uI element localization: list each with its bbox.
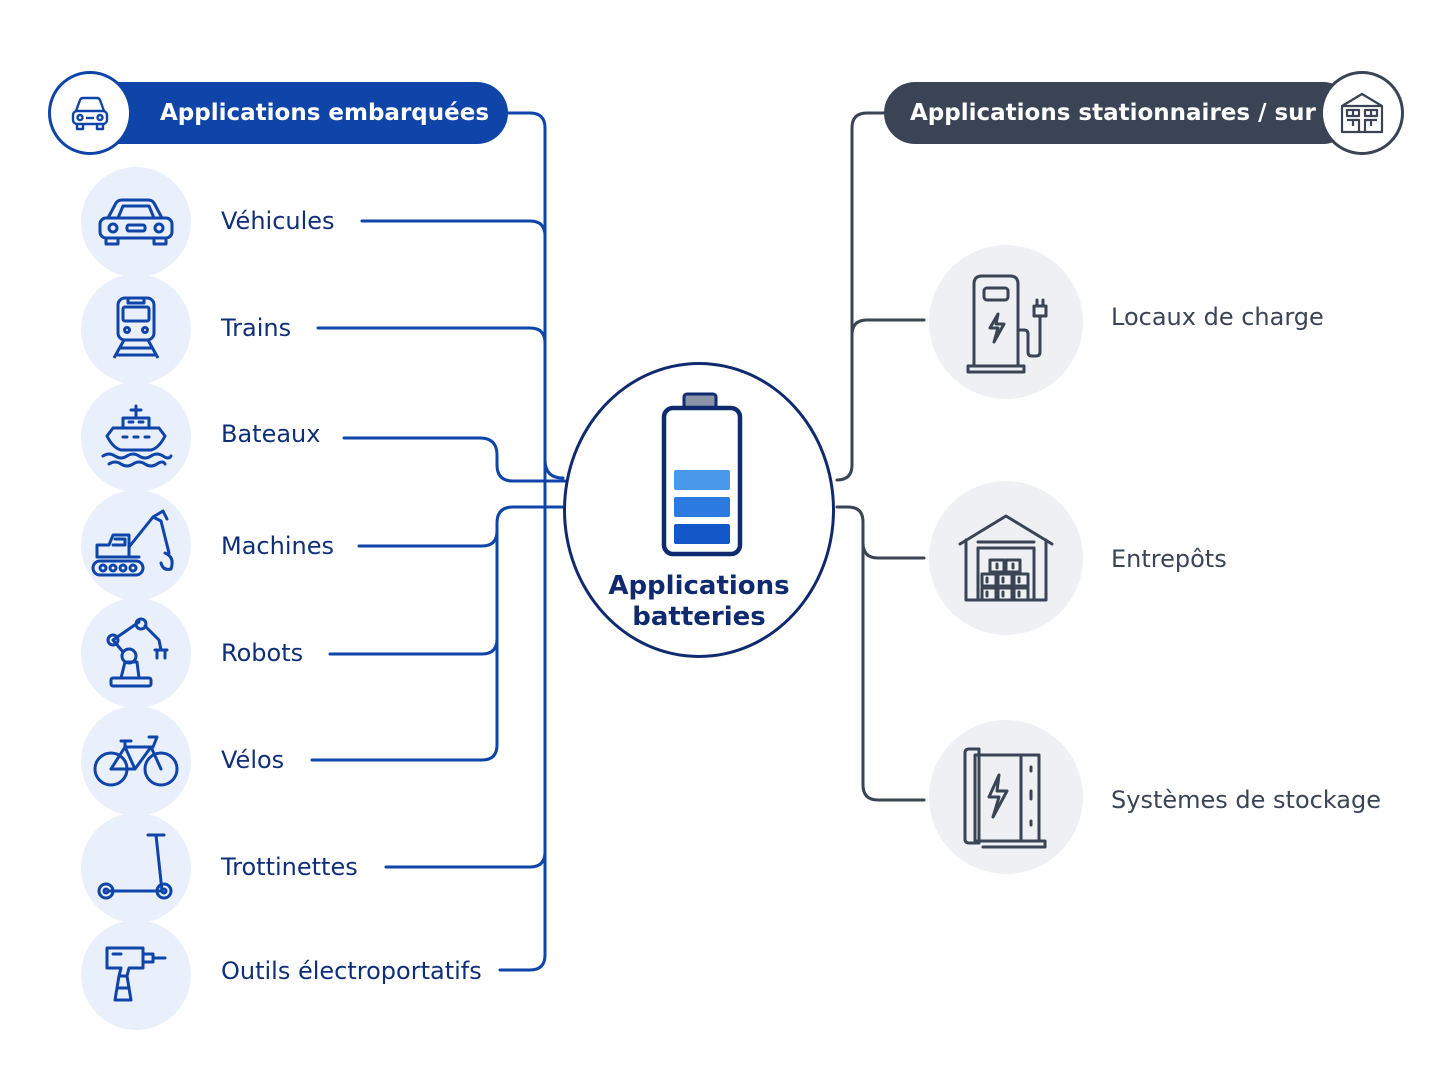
hub-title-line2: batteries — [632, 602, 766, 632]
outils-icon-circle — [81, 920, 191, 1030]
right-group-header-label: Applications stationnaires / sur site — [910, 100, 1373, 126]
trains-icon-circle — [81, 274, 191, 384]
hub-title-line1: Applications — [608, 571, 790, 601]
velos-icon-circle — [81, 706, 191, 816]
excavator-icon — [91, 509, 174, 577]
train-icon — [112, 296, 160, 359]
item-label-trains: Trains — [221, 314, 292, 342]
secondary-trunk-connector — [310, 505, 567, 762]
connector-trains — [316, 326, 547, 345]
machines-icon-circle — [81, 490, 191, 600]
item-label-entrepots: Entrepôts — [1111, 545, 1227, 573]
battery-icon — [661, 392, 743, 557]
bicycle-icon — [93, 735, 179, 787]
hub-title: Applications batteries — [566, 571, 832, 633]
building-icon — [1340, 92, 1384, 134]
item-label-bateaux: Bateaux — [221, 420, 321, 448]
connector-vehicules — [360, 219, 547, 238]
scooter-icon — [97, 833, 173, 900]
item-label-robots: Robots — [221, 639, 304, 667]
ship-icon — [101, 404, 173, 468]
connector-trottinettes — [384, 850, 547, 869]
car-icon — [71, 96, 109, 131]
stockage-icon-circle — [929, 720, 1083, 874]
left-trunk-connector — [498, 111, 547, 972]
car-icon — [98, 198, 174, 246]
trottinettes-icon-circle — [81, 813, 191, 923]
drill-icon — [105, 946, 167, 1002]
robots-icon-circle — [81, 598, 191, 708]
locaux-icon-circle — [929, 245, 1083, 399]
item-label-machines: Machines — [221, 532, 334, 560]
item-label-velos: Vélos — [221, 746, 285, 774]
warehouse-icon — [958, 514, 1054, 602]
connector-trunk-to-hub — [543, 458, 565, 480]
storage-cabinet-icon — [963, 747, 1047, 849]
item-label-locaux: Locaux de charge — [1111, 303, 1324, 331]
robot-arm-icon — [106, 617, 169, 688]
connector-machines — [357, 529, 499, 548]
item-label-outils: Outils électroportatifs — [221, 957, 482, 985]
right-group-header-badge — [1320, 71, 1404, 155]
vehicules-icon-circle — [81, 167, 191, 277]
item-label-stockage: Systèmes de stockage — [1111, 786, 1381, 814]
bateaux-icon-circle — [81, 382, 191, 492]
secondary-right-trunk-connector — [835, 505, 926, 802]
left-group-header-label: Applications embarquées — [160, 100, 490, 126]
item-label-trottinettes: Trottinettes — [221, 853, 358, 881]
entrepots-icon-circle — [929, 481, 1083, 635]
connector-robots — [328, 637, 499, 656]
connector-entrepots — [861, 541, 926, 560]
left-group-header: Applications embarquées — [88, 82, 508, 144]
right-trunk-connector — [835, 111, 886, 482]
connector-bateaux — [342, 436, 567, 483]
charging-station-icon — [966, 274, 1048, 374]
item-label-vehicules: Véhicules — [221, 207, 335, 235]
right-group-header: Applications stationnaires / sur site — [884, 82, 1372, 144]
central-hub: Applications batteries — [563, 362, 835, 658]
left-group-header-badge — [48, 71, 132, 155]
connector-locaux — [850, 318, 926, 337]
